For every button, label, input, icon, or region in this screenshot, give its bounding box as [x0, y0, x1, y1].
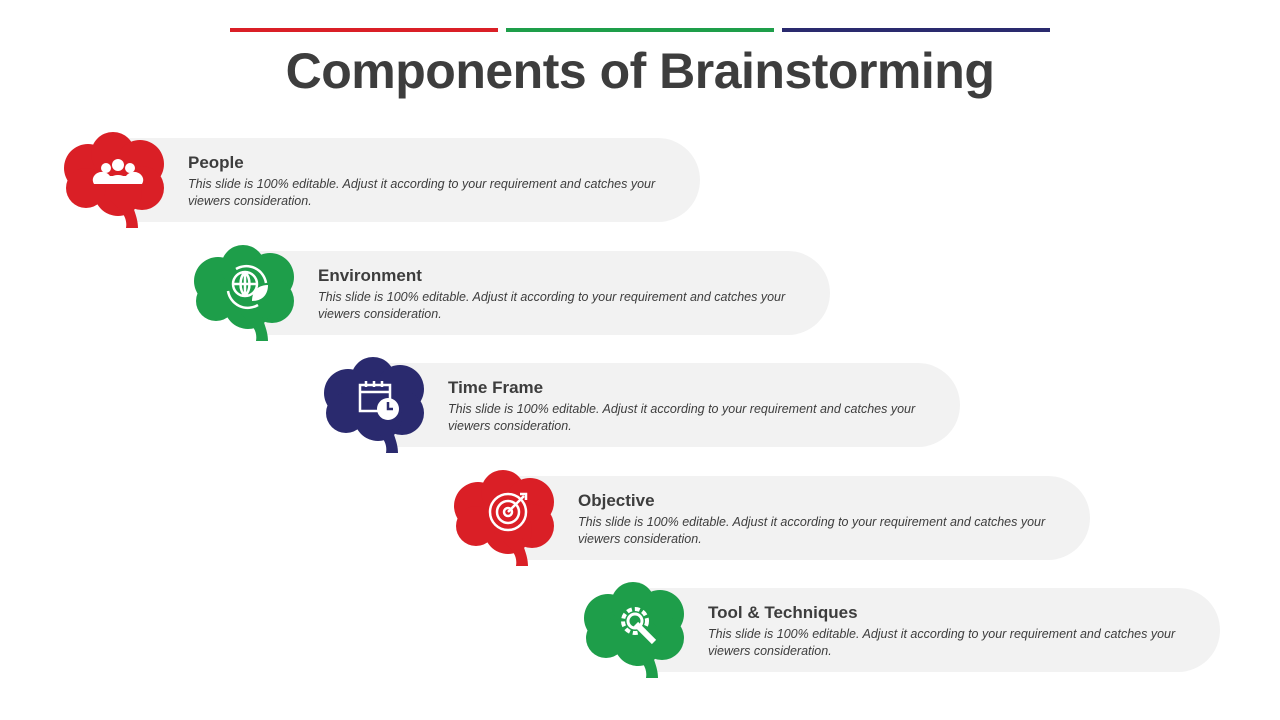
component-title: Environment — [318, 265, 422, 285]
brain-shape — [454, 469, 554, 566]
globe-leaf-icon — [226, 264, 268, 309]
component-title: Objective — [578, 490, 655, 510]
slide-title: Components of Brainstorming — [285, 43, 995, 99]
brain-shape — [584, 582, 684, 678]
component-card — [518, 475, 1090, 560]
gear-wrench-icon — [621, 607, 657, 645]
component-card — [128, 138, 700, 222]
component-description: This slide is 100% editable. Adjust it a… — [708, 627, 1176, 658]
component-title: People — [188, 153, 244, 172]
target-icon — [488, 492, 528, 531]
calendar-clock-icon — [358, 381, 399, 420]
component-row: Objective This slide is 100% editable. A… — [448, 468, 1148, 568]
component-row: Tool & Techniques This slide is 100% edi… — [578, 580, 1278, 680]
component-row: People This slide is 100% editable. Adju… — [58, 130, 758, 230]
accent-bar-red — [230, 28, 498, 32]
component-title: Tool & Techniques — [708, 603, 858, 622]
component-description: This slide is 100% editable. Adjust it a… — [578, 514, 1046, 546]
component-card — [258, 250, 830, 335]
component-card — [388, 363, 960, 447]
component-row: Environment This slide is 100% editable.… — [188, 243, 888, 343]
component-card — [648, 588, 1220, 672]
people-icon — [92, 159, 144, 184]
component-description: This slide is 100% editable. Adjust it a… — [448, 402, 916, 433]
brain-shape — [194, 244, 294, 341]
component-description: This slide is 100% editable. Adjust it a… — [188, 177, 656, 208]
accent-bar-navy — [782, 28, 1050, 32]
component-description: This slide is 100% editable. Adjust it a… — [318, 289, 786, 321]
brain-shape — [324, 357, 424, 453]
component-row: Time Frame This slide is 100% editable. … — [318, 355, 1018, 455]
brain-shape — [64, 132, 164, 228]
accent-bar-green — [506, 28, 774, 32]
component-title: Time Frame — [448, 378, 544, 397]
